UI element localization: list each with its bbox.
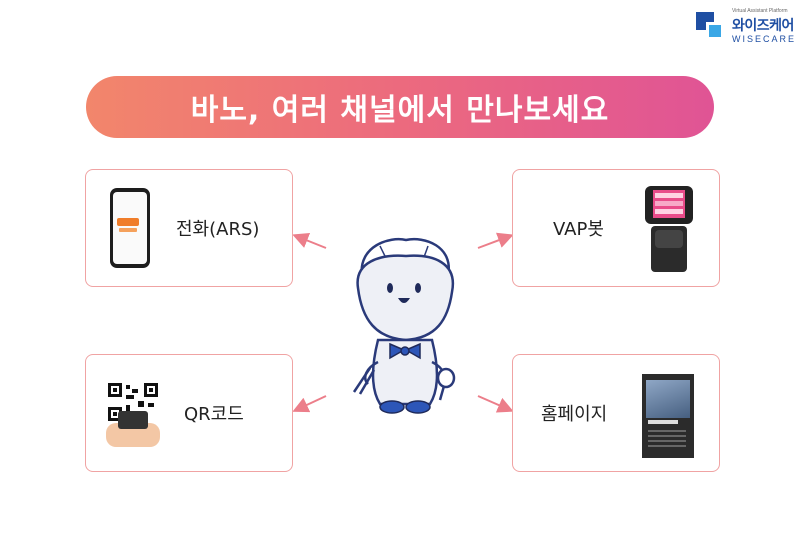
- channel-label-qr: QR코드: [184, 404, 244, 425]
- arrow-to-vap: [477, 232, 514, 249]
- logo-name-en: WISECARE: [732, 34, 797, 44]
- channel-card-web[interactable]: 홈페이지: [512, 354, 720, 472]
- channel-label-vap: VAP봇: [553, 219, 604, 240]
- logo-tagline: Virtual Assistant Platform: [732, 8, 788, 14]
- bano-mascot: [352, 237, 456, 414]
- arrow-to-phone: [292, 233, 327, 249]
- homepage-icon: [642, 374, 694, 458]
- arrow-to-qr: [292, 395, 327, 413]
- title-banner: 바노, 여러 채널에서 만나보세요: [86, 76, 714, 138]
- page-title: 바노, 여러 채널에서 만나보세요: [190, 93, 610, 128]
- robot-kiosk-icon: [641, 186, 697, 272]
- qr-code-icon: [106, 383, 160, 449]
- channel-label-web: 홈페이지: [541, 404, 608, 425]
- channel-card-phone[interactable]: 전화(ARS): [85, 169, 293, 287]
- logo-mark-icon: [696, 12, 726, 42]
- channel-label-phone: 전화(ARS): [176, 219, 260, 240]
- smartphone-icon: [110, 188, 150, 268]
- logo-name-kr: 와이즈케어: [732, 18, 794, 34]
- wisecare-logo: Virtual Assistant Platform 와이즈케어 WISECAR…: [696, 8, 794, 46]
- arrow-to-web: [477, 395, 514, 413]
- channel-card-qr[interactable]: QR코드: [85, 354, 293, 472]
- channel-card-vap[interactable]: VAP봇: [512, 169, 720, 287]
